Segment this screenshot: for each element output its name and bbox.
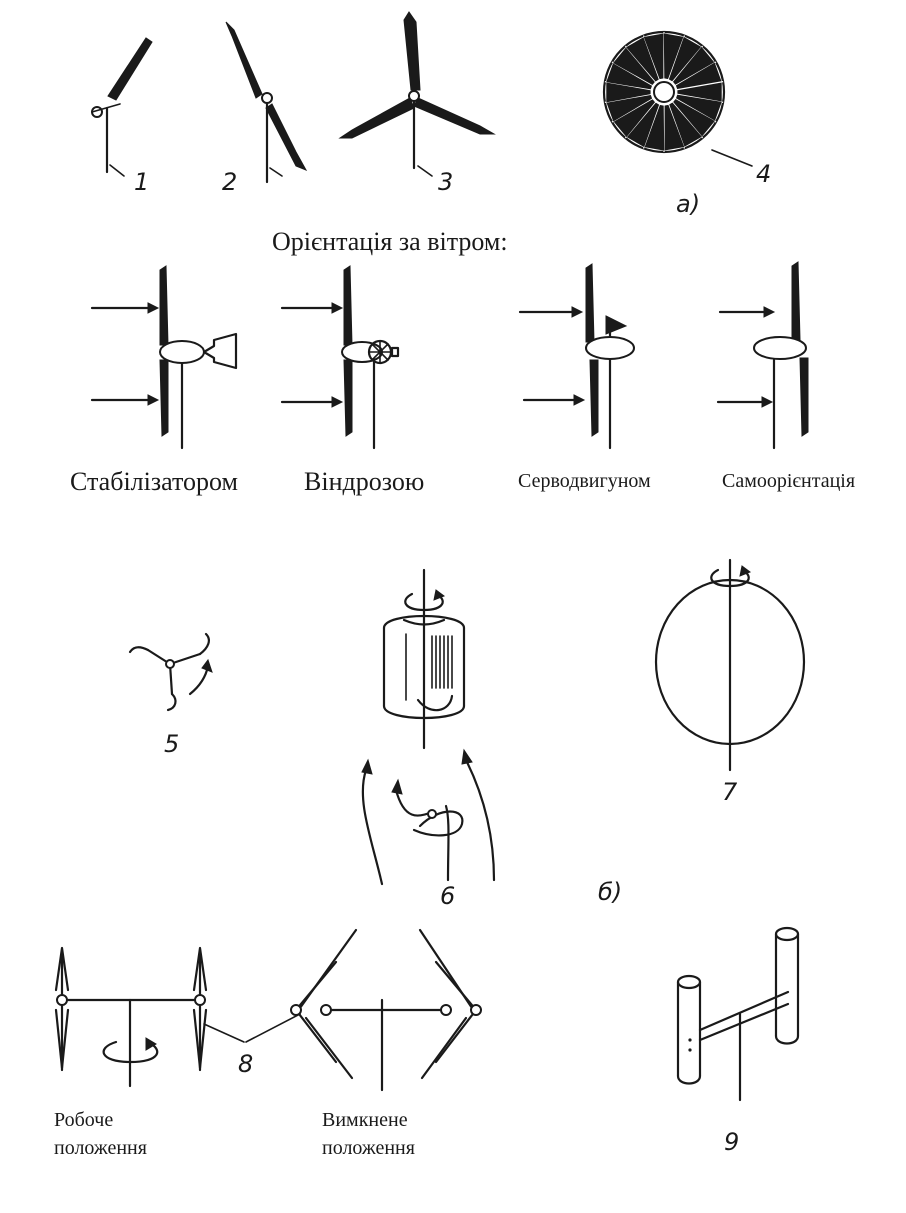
- working-position-label-1: Робоче: [54, 1109, 113, 1131]
- hatching: [431, 635, 453, 689]
- working-position-label-2: положення: [54, 1137, 147, 1159]
- self-orientation-label: Самоорієнтація: [722, 470, 855, 492]
- label-4: 4: [756, 160, 771, 188]
- windrose-orientation-turbine: [280, 265, 400, 450]
- self-orientation-turbine: [716, 261, 809, 450]
- off-position-rotor: [290, 928, 482, 1092]
- label-8: 8: [238, 1050, 253, 1078]
- label-1: 1: [134, 168, 149, 196]
- single-blade-rotor: [91, 37, 153, 177]
- label-2: 2: [222, 168, 237, 196]
- off-position-label-1: Вимкнене: [322, 1109, 408, 1131]
- two-blade-rotor: [225, 21, 308, 184]
- cup-rotor-5: [128, 632, 213, 712]
- label-5: 5: [164, 730, 179, 758]
- label-9: 9: [724, 1128, 739, 1156]
- stabilizer-orientation-turbine: [90, 265, 238, 450]
- three-blade-rotor: [338, 11, 496, 177]
- part-b-label: б): [598, 878, 622, 906]
- label-7: 7: [722, 778, 738, 806]
- savonius-rotor-6: [361, 568, 496, 886]
- orientation-title: Орієнтація за вітром:: [272, 227, 508, 256]
- h-rotor-9: [676, 926, 800, 1102]
- working-position-rotor: [54, 946, 208, 1088]
- windrose-label: Віндрозою: [304, 467, 424, 496]
- off-position-label-2: положення: [322, 1137, 415, 1159]
- multi-blade-wheel: [602, 30, 753, 167]
- servomotor-orientation-turbine: [518, 263, 635, 450]
- servomotor-label: Серводвигуном: [518, 470, 651, 492]
- part-a-label: а): [676, 190, 700, 218]
- label-3: 3: [438, 168, 453, 196]
- stabilizer-label: Стабілізатором: [70, 467, 238, 496]
- darrieus-rotor-7: [654, 558, 806, 772]
- label-6: 6: [440, 882, 455, 910]
